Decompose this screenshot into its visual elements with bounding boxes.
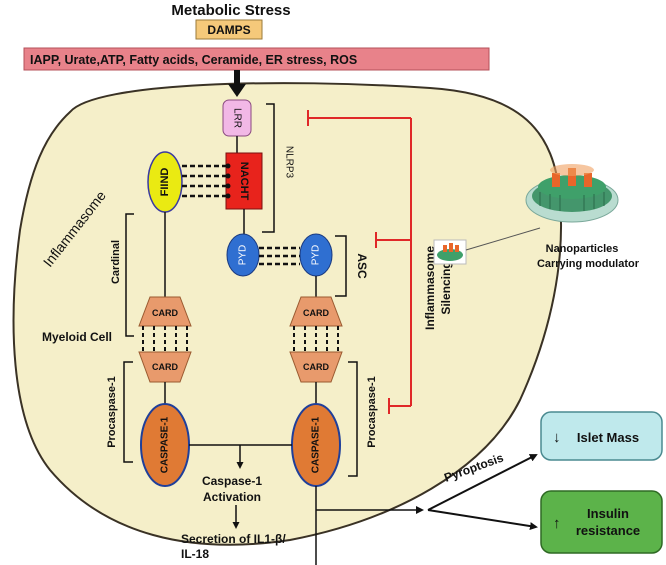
nacht-label: NACHT (238, 162, 250, 201)
trigger-list: IAPP, Urate,ATP, Fatty acids, Ceramide, … (30, 53, 357, 67)
insulin-arrow: ↑ (553, 515, 561, 532)
islet-mass-label: Islet Mass (577, 430, 639, 445)
caspase-left-label: CASPASE-1 (160, 416, 171, 473)
activation-line1: Caspase-1 (202, 474, 262, 488)
insulin-resistance-box (540, 490, 663, 554)
card-bottom-left-label: CARD (152, 362, 178, 372)
secretion-line1: Secretion of IL1-β/ (181, 532, 286, 546)
silencing-inhibitors (307, 110, 412, 414)
nacht-contact-dots (225, 163, 231, 199)
fiind-label: FIIND (159, 168, 171, 197)
nanoparticle-small-icon (433, 239, 467, 265)
nanoparticles-line2: Carrying modulator (537, 258, 640, 270)
card-bottom-right (289, 351, 343, 383)
damps-label: DAMPS (207, 23, 250, 37)
lrr-label: LRR (231, 108, 242, 128)
nanoparticle-large-icon (525, 164, 619, 223)
insulin-line1: Insulin (587, 506, 629, 521)
entry-arrow-head (228, 84, 246, 97)
asc-bracket (335, 235, 347, 297)
nlrp3-label: NLRP3 (283, 146, 294, 179)
card-right-interaction (293, 326, 339, 352)
card-bottom-right-label: CARD (303, 362, 329, 372)
procaspase-right-label: Procaspase-1 (366, 376, 378, 448)
insulin-line2: resistance (576, 523, 640, 538)
metabolic-stress-title: Metabolic Stress (171, 2, 290, 19)
secretion-line2: IL-18 (181, 547, 209, 561)
islet-mass-box (540, 411, 663, 461)
cardinal-label: Cardinal (110, 240, 122, 284)
silencing-line1: Inflammasome (423, 246, 437, 330)
asc-label: ASC (355, 253, 369, 279)
nlrp3-bracket (262, 103, 275, 233)
card-top-left-label: CARD (152, 308, 178, 318)
islet-mass-arrow: ↓ (553, 429, 561, 446)
procaspase-right-bracket (348, 361, 358, 477)
card-top-right (289, 296, 343, 327)
pyroptosis-arrow-down (427, 509, 538, 531)
trigger-bar (23, 47, 490, 71)
nanoparticle-pointer (465, 227, 541, 251)
caspase-right-label: CASPASE-1 (311, 416, 322, 473)
cardinal-bracket (125, 213, 134, 337)
procaspase-left-label: Procaspase-1 (106, 376, 118, 448)
pyd-interaction (259, 246, 300, 266)
pyroptosis-arrow-up (427, 454, 538, 511)
card-top-right-label: CARD (303, 308, 329, 318)
procaspase-left-bracket (123, 361, 133, 463)
damps-box (195, 19, 263, 40)
activation-line2: Activation (203, 490, 261, 504)
myeloid-cell-label: Myeloid Cell (42, 330, 112, 344)
silencing-line2: Silencing (439, 261, 453, 314)
fiind-nacht-interaction (182, 164, 226, 198)
card-left-interaction (142, 326, 188, 352)
card-bottom-left (138, 351, 192, 383)
pyd-left-label: PYD (238, 245, 249, 266)
nanoparticles-line1: Nanoparticles (546, 243, 619, 255)
pyd-right-label: PYD (311, 245, 322, 266)
card-top-left (138, 296, 192, 327)
